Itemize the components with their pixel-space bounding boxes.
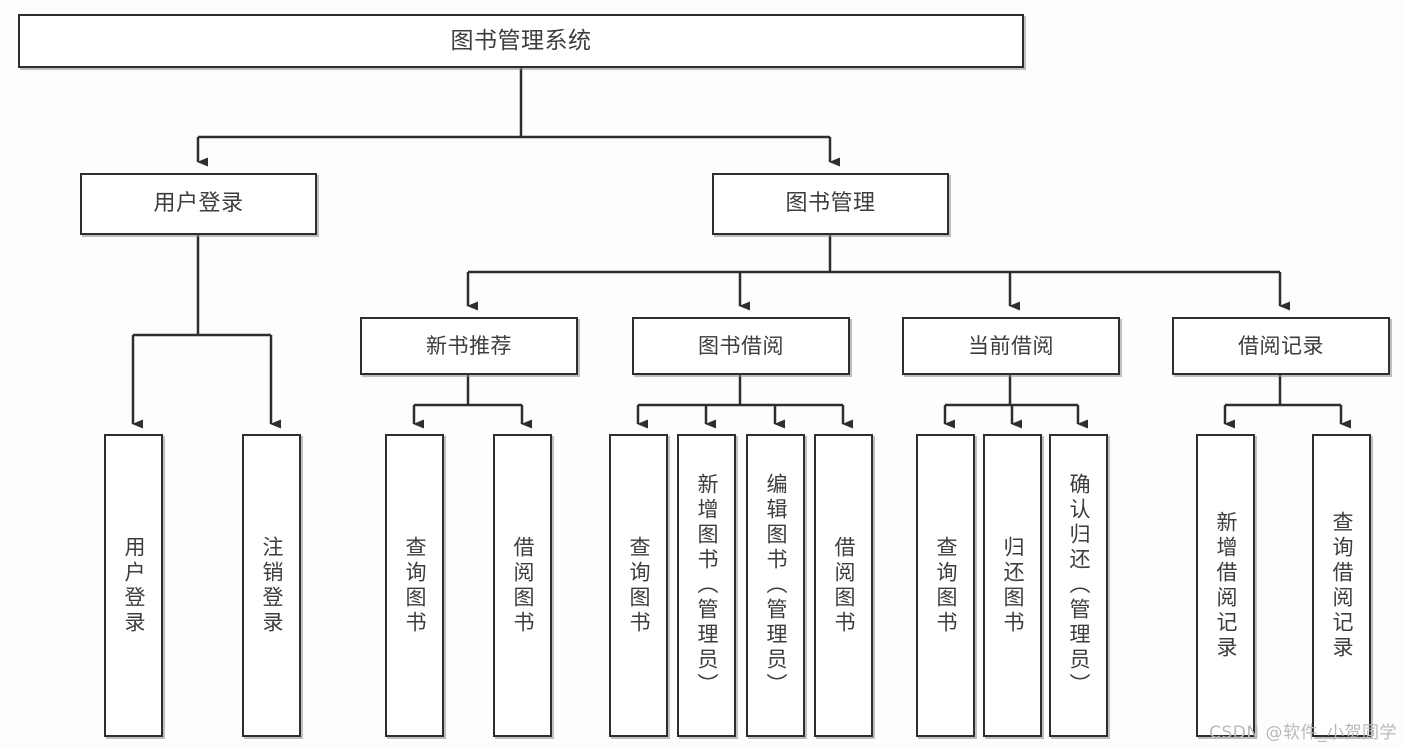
leaf-book-borrow-borrow-book[interactable]: 借阅图书	[814, 434, 873, 737]
leaf-current-borrow-return-book[interactable]: 归还图书	[983, 434, 1042, 737]
watermark-text: CSDN @软件_小贺同学	[1209, 723, 1397, 743]
node-label: 借阅记录	[1238, 333, 1324, 358]
leaf-new-book-borrow-book[interactable]: 借阅图书	[493, 434, 552, 737]
node-book-borrow[interactable]: 图书借阅	[632, 317, 850, 375]
leaf-book-borrow-edit-book-admin[interactable]: 编辑图书（管理员）	[746, 434, 805, 737]
leaf-borrow-record-add-record[interactable]: 新增借阅记录	[1196, 434, 1255, 737]
node-user-login[interactable]: 用户登录	[80, 173, 317, 235]
node-label: 编辑图书（管理员）	[764, 473, 788, 698]
leaf-borrow-record-query-record[interactable]: 查询借阅记录	[1312, 434, 1371, 737]
node-label: 图书管理	[785, 191, 876, 217]
node-label: 借阅图书	[511, 535, 535, 636]
node-label: 用户登录	[122, 535, 146, 636]
node-label: 借阅图书	[832, 535, 856, 636]
node-label: 确认归还（管理员）	[1067, 473, 1091, 698]
node-new-book-recommend[interactable]: 新书推荐	[360, 317, 578, 375]
node-label: 新书推荐	[426, 333, 512, 358]
leaf-user-login-logout[interactable]: 注销登录	[242, 434, 301, 737]
node-book-management[interactable]: 图书管理	[712, 173, 949, 235]
node-label: 查询图书	[934, 535, 958, 636]
leaf-book-borrow-add-book-admin[interactable]: 新增图书（管理员）	[677, 434, 736, 737]
node-label: 新增借阅记录	[1214, 510, 1238, 661]
node-label: 注销登录	[260, 535, 284, 636]
node-root-book-management-system[interactable]: 图书管理系统	[18, 14, 1024, 68]
node-label: 归还图书	[1001, 535, 1025, 636]
node-label: 用户登录	[153, 191, 244, 217]
leaf-book-borrow-query-book[interactable]: 查询图书	[609, 434, 668, 737]
node-label: 图书借阅	[698, 333, 784, 358]
node-label: 当前借阅	[968, 333, 1054, 358]
node-label: 新增图书（管理员）	[695, 473, 719, 698]
leaf-current-borrow-query-book[interactable]: 查询图书	[916, 434, 975, 737]
node-label: 查询图书	[627, 535, 651, 636]
leaf-current-borrow-confirm-return-admin[interactable]: 确认归还（管理员）	[1049, 434, 1108, 737]
leaf-user-login-login[interactable]: 用户登录	[104, 434, 163, 737]
node-borrow-record[interactable]: 借阅记录	[1172, 317, 1390, 375]
node-label: 图书管理系统	[450, 27, 592, 54]
node-label: 查询图书	[403, 535, 427, 636]
node-label: 查询借阅记录	[1330, 510, 1354, 661]
leaf-new-book-query-book[interactable]: 查询图书	[385, 434, 444, 737]
node-current-borrow[interactable]: 当前借阅	[902, 317, 1120, 375]
